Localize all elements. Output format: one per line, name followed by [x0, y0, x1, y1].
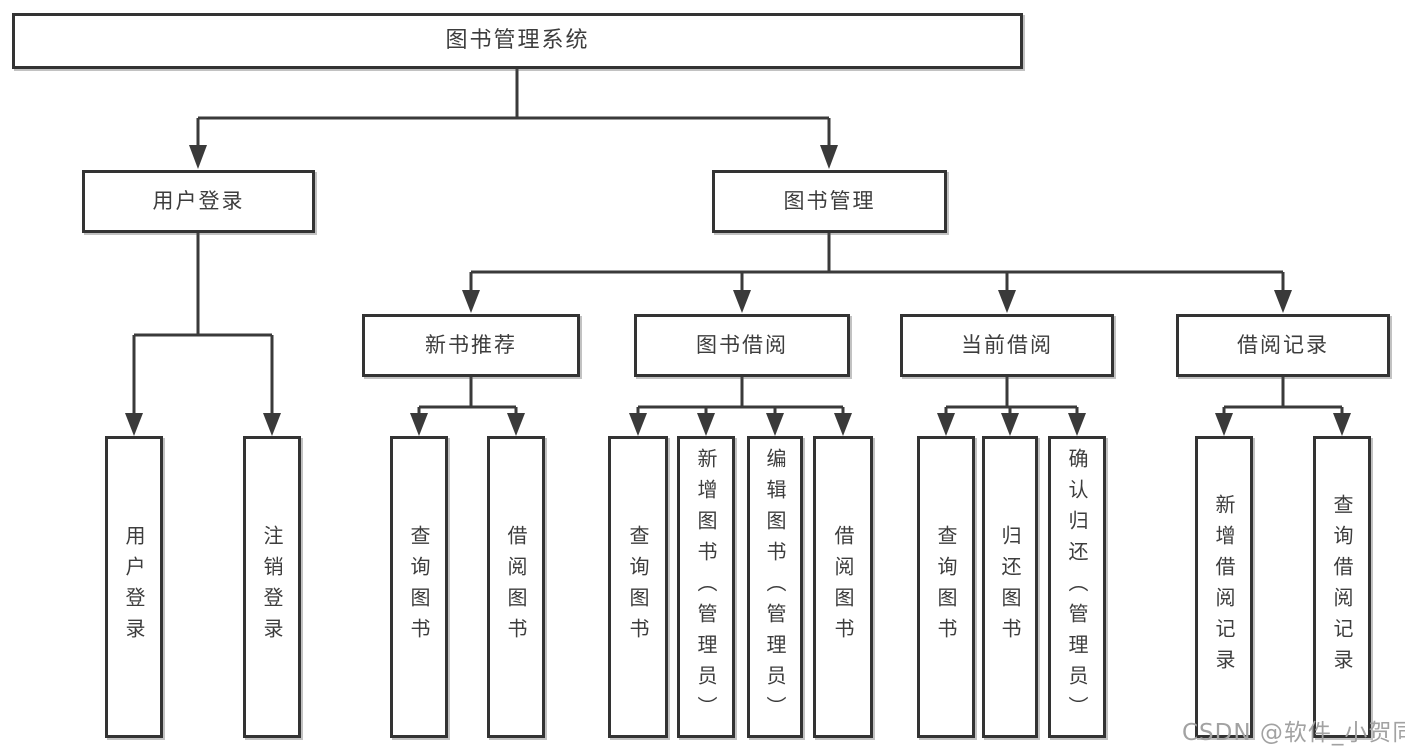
leaf-return-book: 归还图书	[982, 436, 1038, 738]
arrowhead	[1274, 290, 1292, 313]
arrowhead	[125, 413, 143, 436]
node-user-login: 用户登录	[82, 170, 315, 233]
leaf-borrow-book-recommend: 借阅图书	[487, 436, 545, 738]
arrowhead	[1068, 413, 1086, 436]
node-current-borrow: 当前借阅	[900, 314, 1114, 377]
leaf-borrow-book: 借阅图书	[813, 436, 873, 738]
leaf-query-book-borrow: 查询图书	[608, 436, 668, 738]
arrowhead	[733, 290, 751, 313]
arrowhead	[937, 413, 955, 436]
arrowhead	[1333, 413, 1351, 436]
connector-root	[196, 69, 831, 147]
node-borrow-records: 借阅记录	[1176, 314, 1390, 377]
leaf-query-borrow-record: 查询借阅记录	[1313, 436, 1371, 738]
leaf-logout: 注销登录	[243, 436, 301, 738]
leaf-add-borrow-record: 新增借阅记录	[1195, 436, 1253, 738]
arrowhead	[820, 145, 838, 169]
connector-user-login	[132, 233, 274, 414]
connector-book-management	[469, 233, 1285, 291]
arrowhead	[834, 413, 852, 436]
connector-new-book-recommend	[417, 377, 518, 415]
arrowhead	[629, 413, 647, 436]
arrowhead	[410, 413, 428, 436]
csdn-watermark: CSDN @软件_小贺同学	[1182, 720, 1405, 746]
leaf-query-book-current: 查询图书	[917, 436, 975, 738]
connector-borrow-records	[1222, 377, 1344, 415]
arrowhead	[998, 290, 1016, 313]
arrowhead	[263, 413, 281, 436]
arrowheads	[125, 145, 1351, 436]
node-new-book-recommend: 新书推荐	[362, 314, 580, 377]
arrowhead	[697, 413, 715, 436]
leaf-edit-book-admin: 编辑图书（管理员）	[747, 436, 803, 738]
leaf-add-book-admin: 新增图书（管理员）	[677, 436, 735, 738]
connector-current-borrow	[944, 377, 1079, 415]
arrowhead	[462, 290, 480, 313]
node-book-borrow: 图书借阅	[634, 314, 850, 377]
leaf-confirm-return-admin: 确认归还（管理员）	[1048, 436, 1106, 738]
arrowhead	[766, 413, 784, 436]
arrowhead	[1001, 413, 1019, 436]
arrowhead	[1215, 413, 1233, 436]
connector-book-borrow	[636, 377, 845, 415]
leaf-user-login: 用户登录	[105, 436, 163, 738]
node-root-system: 图书管理系统	[12, 13, 1023, 69]
arrowhead	[507, 413, 525, 436]
arrowhead	[189, 145, 207, 169]
node-book-management: 图书管理	[712, 170, 947, 233]
leaf-query-book-recommend: 查询图书	[390, 436, 448, 738]
